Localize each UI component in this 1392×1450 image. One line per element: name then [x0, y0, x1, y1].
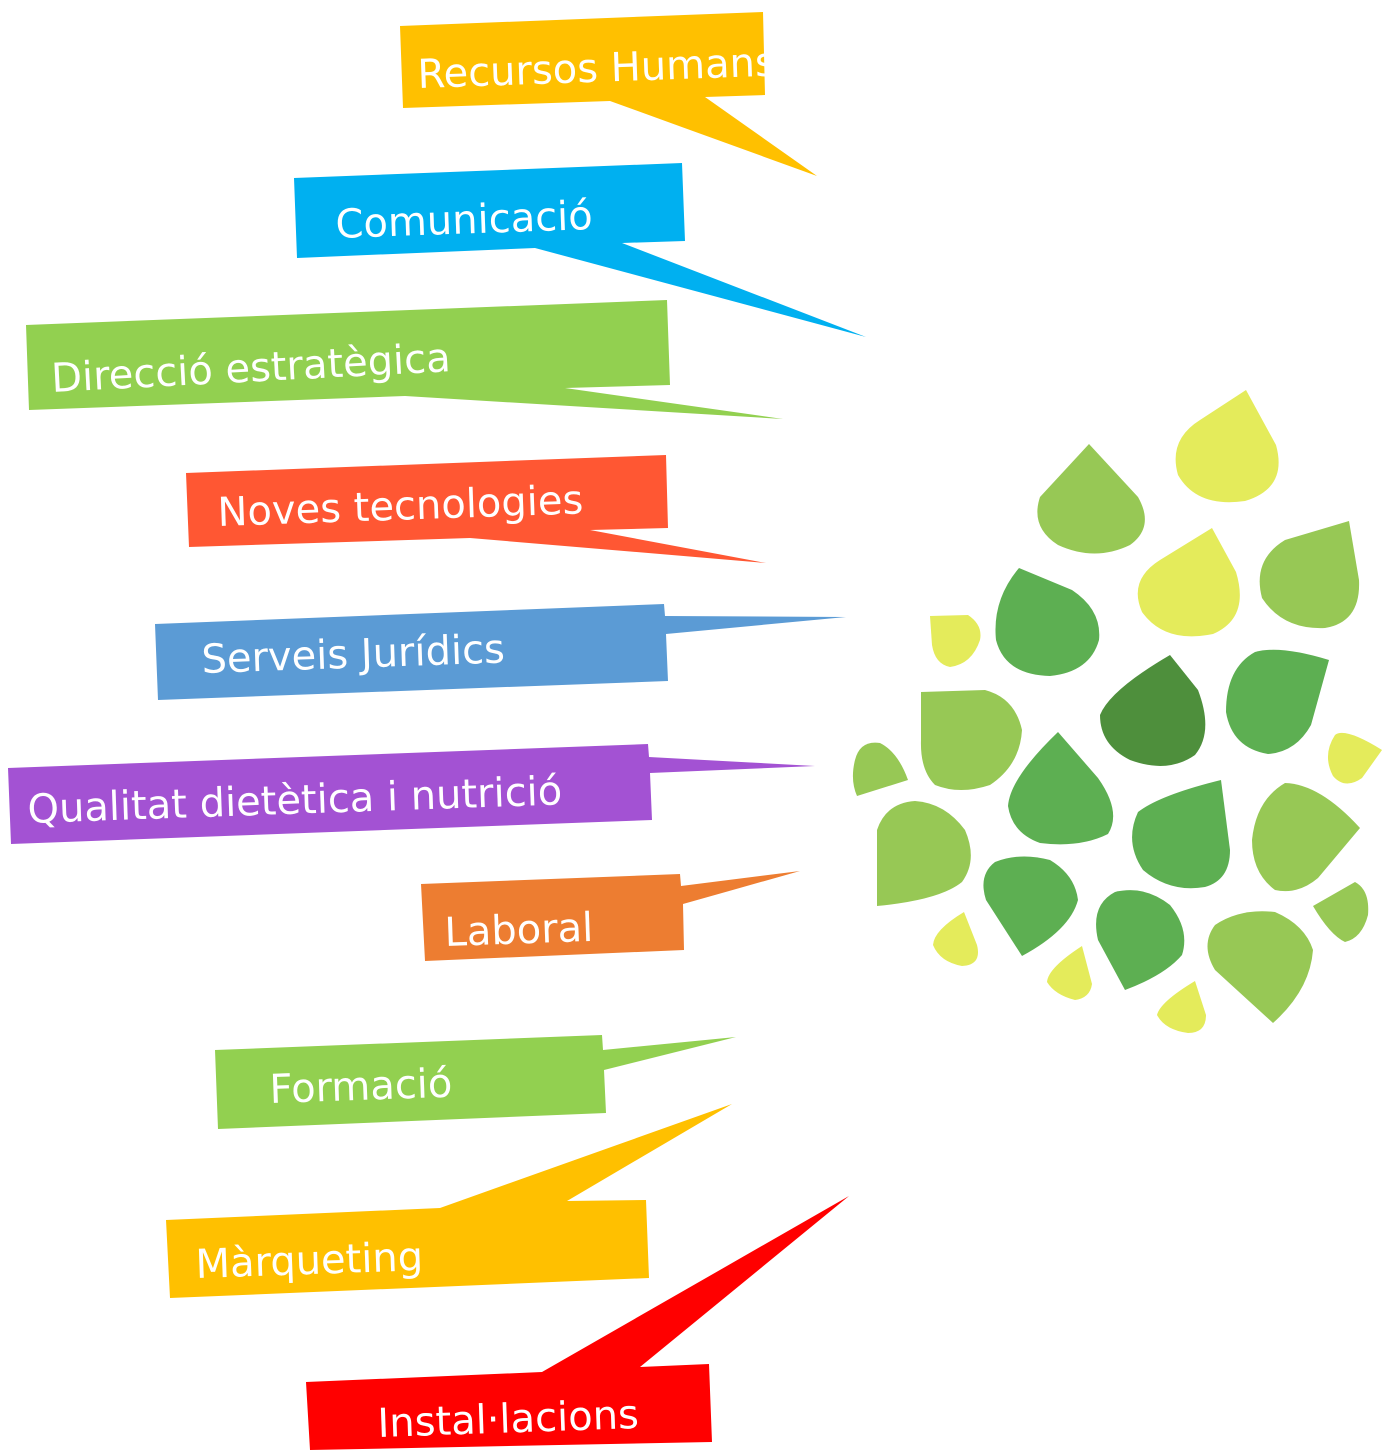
leaf-shape	[1157, 981, 1206, 1033]
leaf-shape	[1037, 444, 1145, 554]
leaf-shape	[930, 615, 981, 667]
leaf-shape	[852, 742, 908, 796]
callout-noves-tecnologies-shape	[186, 455, 766, 563]
callout-marqueting: Màrqueting	[166, 1104, 732, 1298]
leaf-shape	[1313, 882, 1369, 942]
callout-serveis-juridics-shape	[155, 604, 846, 700]
leaf-shape	[995, 568, 1100, 676]
callout-laboral: Laboral	[421, 871, 800, 961]
leaf-shape	[933, 912, 978, 966]
callout-recursos-humans-shape	[400, 12, 817, 176]
leaf-shape	[1096, 890, 1185, 990]
callout-comunicacio-label: Comunicació	[335, 193, 594, 248]
callout-installacions-label: Instal·lacions	[377, 1392, 640, 1447]
leaf-shape	[920, 690, 1022, 790]
callout-formacio-shape	[215, 1035, 736, 1129]
callout-recursos-humans: Recursos Humans	[400, 12, 817, 176]
leaf-shape	[1100, 655, 1206, 766]
leaf-shape	[1175, 390, 1279, 503]
callout-marqueting-shape	[166, 1104, 732, 1298]
leaf-shape	[1259, 521, 1360, 629]
callout-serveis-juridics-label: Serveis Jurídics	[201, 626, 506, 683]
leaf-shape	[1047, 946, 1092, 1000]
callout-installacions: Instal·lacions	[306, 1196, 849, 1450]
leaf-shape	[1137, 528, 1240, 637]
callout-installacions-shape	[306, 1196, 849, 1450]
callout-direccio-estrategica: Direcció estratègica	[26, 300, 783, 419]
callout-comunicacio: Comunicació	[294, 163, 866, 337]
callout-qualitat-dietetica: Qualitat dietètica i nutrició	[8, 744, 815, 844]
callout-direccio-estrategica-shape	[26, 300, 783, 419]
leaf-shape	[1327, 732, 1382, 784]
callout-noves-tecnologies: Noves tecnologies	[186, 455, 766, 563]
callout-laboral-label: Laboral	[444, 905, 594, 956]
callout-laboral-shape	[421, 871, 800, 961]
callout-formacio-label: Formació	[269, 1061, 453, 1113]
leaf-shape	[1132, 780, 1230, 889]
callout-serveis-juridics: Serveis Jurídics	[155, 604, 846, 700]
leaf-shape	[1008, 732, 1114, 845]
callout-comunicacio-shape	[294, 163, 866, 337]
leaf-cluster-logo	[852, 390, 1382, 1033]
leaf-shape	[1252, 783, 1360, 892]
leaf-shape	[983, 856, 1078, 956]
leaf-shape	[1226, 649, 1329, 754]
callout-marqueting-label: Màrqueting	[195, 1234, 424, 1288]
leaf-shape	[877, 801, 971, 906]
callout-qualitat-dietetica-shape	[8, 744, 815, 844]
callout-formacio: Formació	[215, 1035, 736, 1129]
leaf-shape	[1207, 911, 1313, 1023]
